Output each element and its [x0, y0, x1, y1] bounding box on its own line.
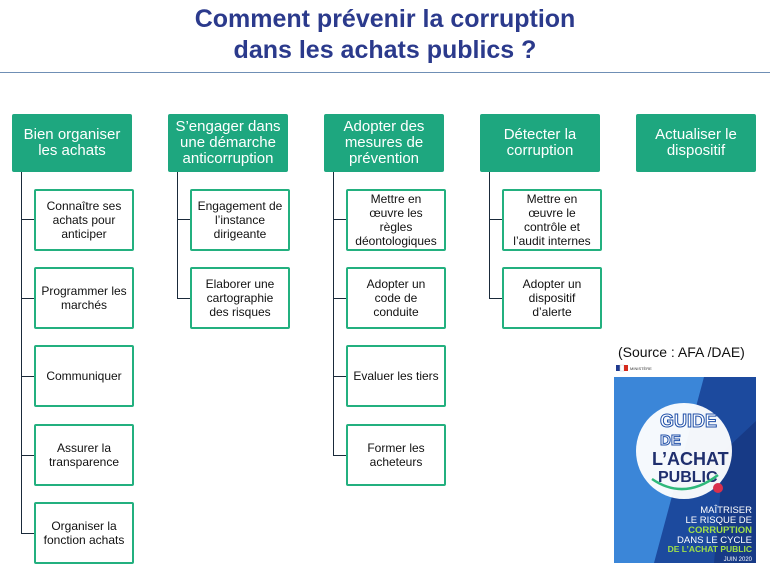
connector-branch [489, 298, 502, 299]
title-divider [0, 72, 770, 73]
cover-guide-word: GUIDE [660, 411, 717, 431]
item-controle-audit: Mettre en œuvre le contrôle et l’audit i… [502, 189, 602, 251]
guide-cover-image: MINISTÈRE GUIDE DE L’ACHAT PUBLIC MAÎTRI… [614, 361, 756, 563]
connector-branch [21, 455, 34, 456]
connector-vertical [177, 172, 178, 298]
svg-text:DANS LE CYCLE: DANS LE CYCLE [677, 535, 752, 546]
item-organiser-fonction: Organiser la fonction achats [34, 502, 134, 564]
connector-branch [21, 533, 34, 534]
header-bien-organiser: Bien organiser les achats [12, 114, 132, 172]
cover-de-word: DE [660, 432, 681, 449]
title-line-2: dans les achats publics ? [233, 36, 537, 64]
svg-text:CORRUPTION: CORRUPTION [688, 525, 752, 536]
connector-branch [489, 219, 502, 220]
connector-branch [333, 376, 346, 377]
connector-vertical [333, 172, 334, 455]
item-programmer-marches: Programmer les marchés [34, 267, 134, 329]
connector-branch [21, 376, 34, 377]
item-engagement-instance: Engagement de l’instance dirigeante [190, 189, 290, 251]
svg-text:LE RISQUE DE: LE RISQUE DE [685, 515, 752, 526]
cover-achat-word: L’ACHAT [652, 449, 729, 469]
item-assurer-transparence: Assurer la transparence [34, 424, 134, 486]
connector-branch [333, 455, 346, 456]
connector-branch [177, 219, 190, 220]
connector-branch [177, 298, 190, 299]
cover-public-word: PUBLIC [658, 469, 718, 486]
svg-text:MINISTÈRE: MINISTÈRE [630, 366, 652, 371]
svg-text:DE L’ACHAT PUBLIC: DE L’ACHAT PUBLIC [668, 544, 752, 554]
item-connaitre-achats: Connaître ses achats pour anticiper [34, 189, 134, 251]
item-evaluer-tiers: Evaluer les tiers [346, 345, 446, 407]
svg-text:JUIN 2020: JUIN 2020 [724, 557, 753, 563]
item-cartographie-risques: Elaborer une cartographie des risques [190, 267, 290, 329]
item-communiquer: Communiquer [34, 345, 134, 407]
connector-branch [333, 219, 346, 220]
connector-vertical [21, 172, 22, 534]
item-regles-deontologiques: Mettre en œuvre les règles déontologique… [346, 189, 446, 251]
header-actualiser: Actualiser le dispositif [636, 114, 756, 172]
connector-branch [21, 298, 34, 299]
connector-branch [21, 219, 34, 220]
cover-subtitle: MAÎTRISER [700, 505, 752, 516]
connector-branch [333, 298, 346, 299]
page-title: Comment prévenir la corruption dans les … [0, 4, 770, 66]
title-line-1: Comment prévenir la corruption [194, 5, 576, 33]
connector-vertical [489, 172, 490, 298]
header-adopter-mesures: Adopter des mesures de prévention [324, 114, 444, 172]
header-detecter: Détecter la corruption [480, 114, 600, 172]
item-former-acheteurs: Former les acheteurs [346, 424, 446, 486]
item-dispositif-alerte: Adopter un dispositif d’alerte [502, 267, 602, 329]
header-sengager: S’engager dans une démarche anticorrupti… [168, 114, 288, 172]
item-code-conduite: Adopter un code de conduite [346, 267, 446, 329]
source-note: (Source : AFA /DAE) [618, 344, 745, 360]
